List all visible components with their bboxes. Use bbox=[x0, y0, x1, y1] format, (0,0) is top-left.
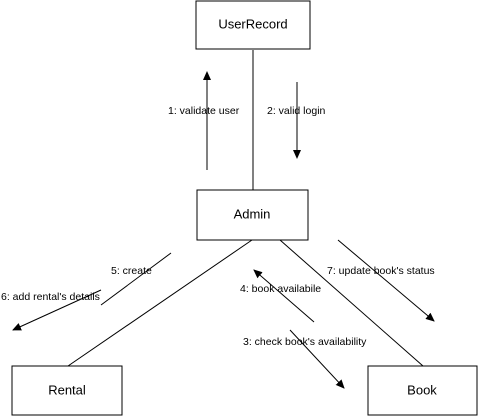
message-5-arrow bbox=[100, 252, 172, 306]
message-3-label: 3: check book's availability bbox=[243, 336, 367, 348]
link-admin-book bbox=[279, 239, 424, 367]
message-5-label: 5: create bbox=[111, 265, 152, 277]
message-4-label: 4: book availabile bbox=[240, 283, 321, 295]
message-7-label: 7: update book's status bbox=[327, 265, 435, 277]
message-6-arrow bbox=[12, 289, 102, 331]
rental-label: Rental bbox=[48, 382, 86, 397]
admin-label: Admin bbox=[234, 206, 271, 221]
book-node[interactable]: Book bbox=[367, 365, 478, 416]
userrecord-label: UserRecord bbox=[218, 16, 287, 31]
rental-node[interactable]: Rental bbox=[11, 365, 123, 416]
message-4-arrow bbox=[253, 269, 315, 323]
link-admin-rental bbox=[67, 239, 253, 367]
admin-node[interactable]: Admin bbox=[196, 189, 309, 241]
userrecord-node[interactable]: UserRecord bbox=[195, 0, 311, 50]
message-7-arrow bbox=[337, 239, 435, 322]
message-6-label: 6: add rental's details bbox=[1, 291, 100, 303]
message-1-label: 1: validate user bbox=[168, 105, 240, 117]
book-label: Book bbox=[407, 382, 437, 397]
message-2-label: 2: valid login bbox=[267, 105, 326, 117]
message-3-arrow bbox=[289, 329, 345, 389]
